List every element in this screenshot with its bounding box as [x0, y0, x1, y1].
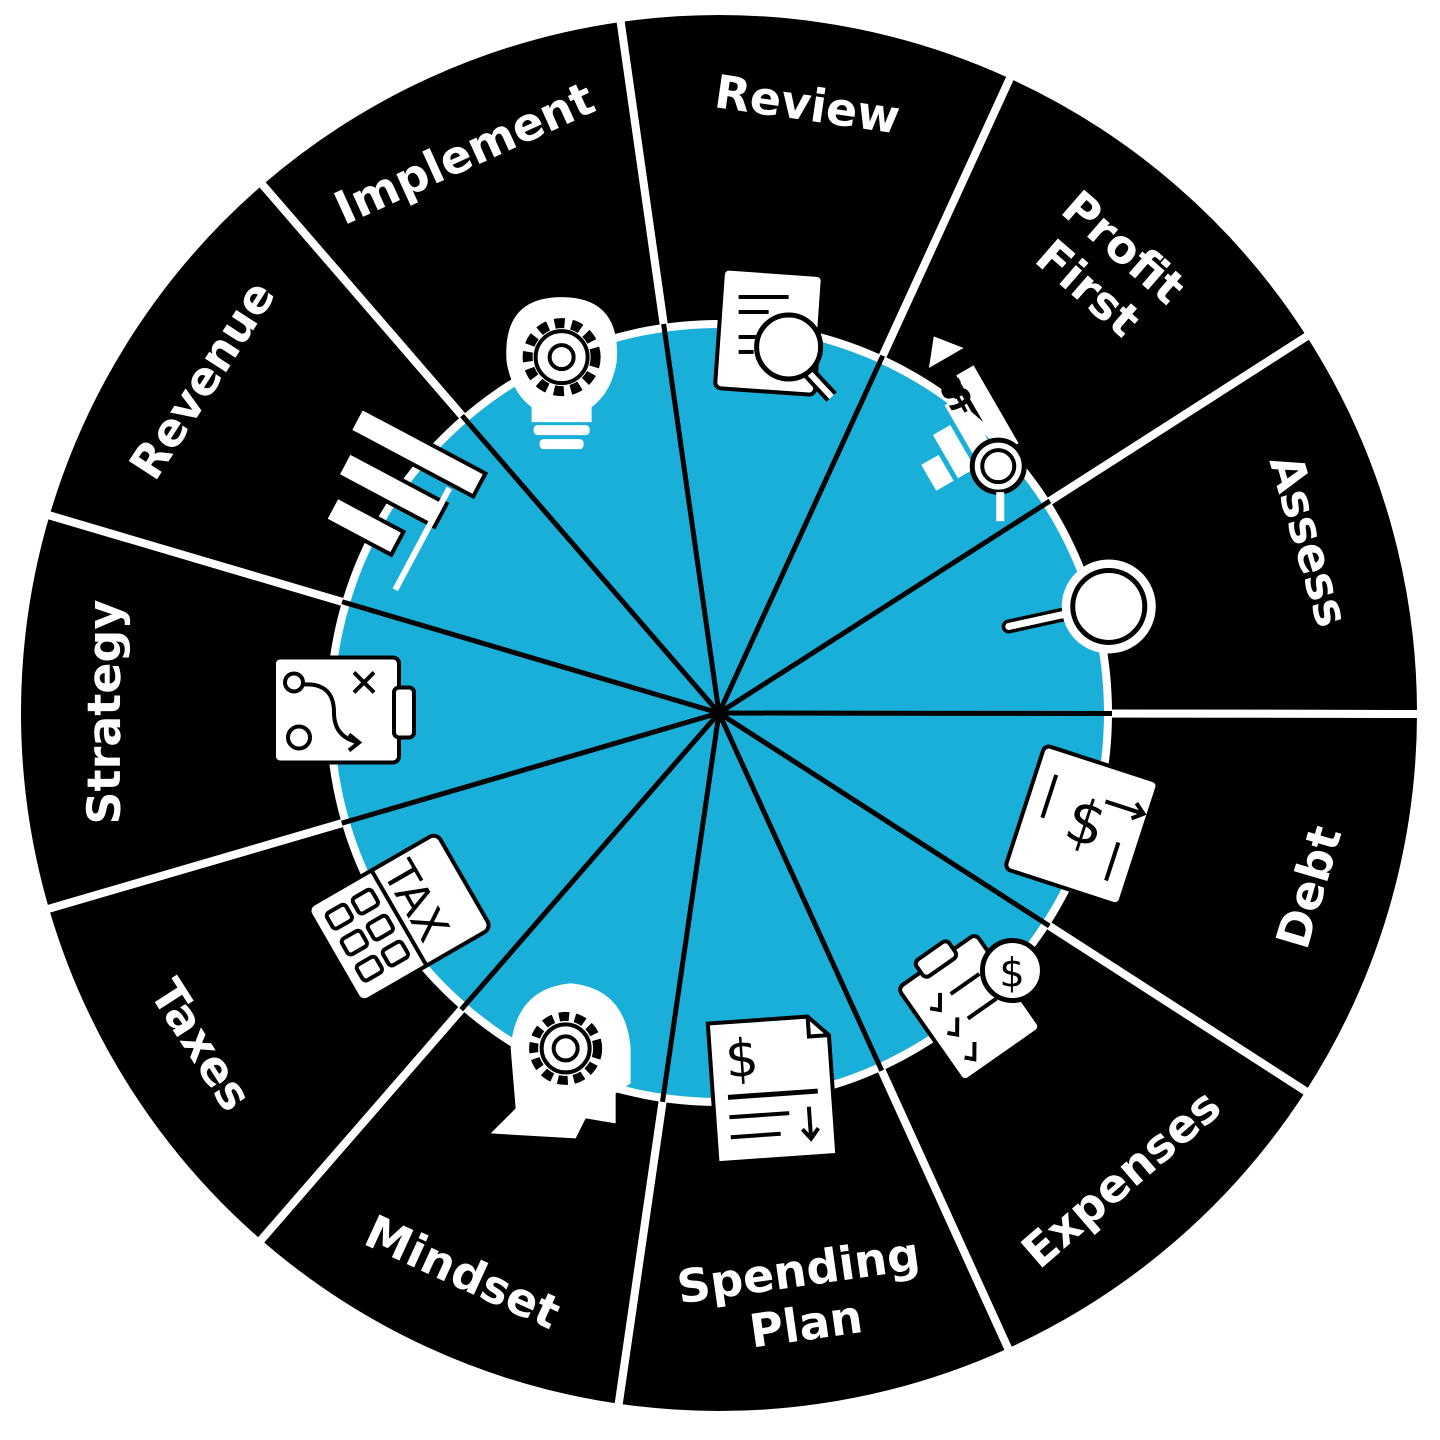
tax-calculator-icon: TAX	[307, 833, 491, 1003]
spoke	[460, 413, 721, 715]
spoke	[716, 354, 886, 715]
strategy-clipboard-icon	[272, 655, 417, 765]
spoke	[459, 711, 721, 1012]
document-magnifier-icon	[713, 266, 837, 402]
dollar-document-icon: $	[1004, 744, 1160, 907]
invoice-dollar-icon: $	[705, 1014, 840, 1166]
segment-icons: $ $ $ $ TAX	[272, 266, 1160, 1166]
spoke	[660, 712, 722, 1103]
spoke	[716, 711, 885, 1072]
svg-text:$: $	[999, 951, 1024, 997]
label-line: Strategy	[77, 600, 131, 825]
lightbulb-gear-icon	[506, 297, 618, 450]
bar-chart-icon	[322, 405, 489, 592]
hub-spokes	[341, 323, 1113, 1103]
spoke	[341, 710, 720, 826]
head-gear-icon	[490, 983, 631, 1139]
spoke	[717, 710, 1051, 929]
svg-text:$: $	[723, 1028, 760, 1090]
clipboard-dollar-icon: $	[898, 934, 1045, 1083]
label-strategy: Strategy	[77, 600, 131, 825]
spoke	[661, 323, 722, 714]
spoke	[341, 599, 720, 716]
spoke	[717, 498, 1052, 716]
spoke	[718, 710, 1113, 717]
magnifier-icon	[1001, 559, 1156, 654]
